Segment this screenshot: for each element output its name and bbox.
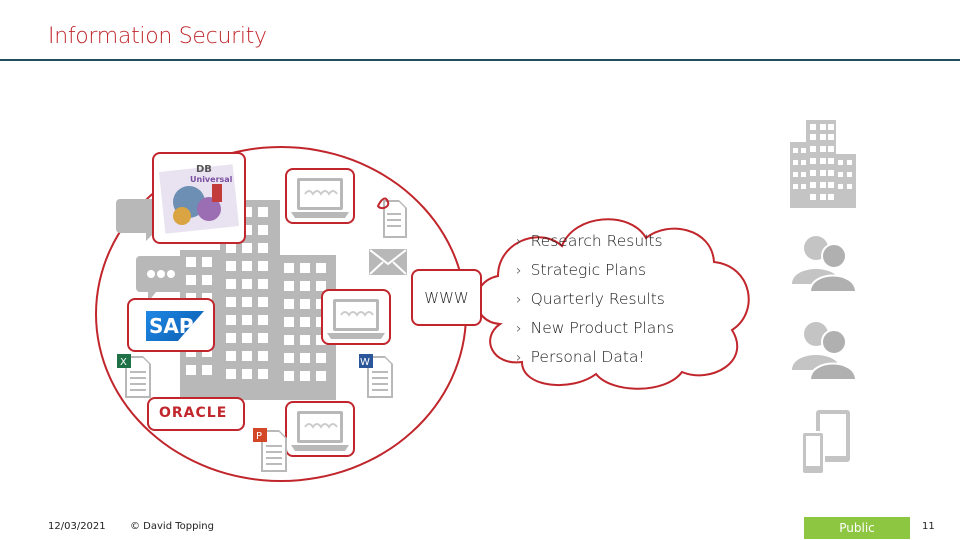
- classification-badge: Public: [804, 517, 910, 539]
- www-gateway-box[interactable]: WWW: [411, 269, 482, 326]
- chevron-right-icon: ›: [516, 321, 522, 337]
- svg-text:X: X: [120, 357, 127, 368]
- powerpoint-document-icon: P: [253, 428, 287, 472]
- list-item-label: Strategic Plans: [530, 261, 647, 279]
- oracle-app-box[interactable]: [147, 397, 245, 431]
- chevron-right-icon: ›: [516, 292, 522, 308]
- title-rule: [0, 59, 960, 61]
- laptop-icon: [291, 178, 349, 218]
- list-item: › Research Results: [516, 230, 674, 259]
- laptop-box[interactable]: [285, 168, 355, 224]
- laptop-icon: [291, 411, 349, 451]
- list-item: › Quarterly Results: [516, 288, 674, 317]
- list-item-label: New Product Plans: [530, 319, 675, 337]
- db-sublabel: Universal: [190, 175, 233, 184]
- database-app-box[interactable]: DB Universal: [152, 152, 246, 244]
- db-label: DB: [196, 164, 212, 175]
- laptop-icon: [327, 299, 385, 339]
- user-group-icon: [792, 322, 858, 380]
- internet-cloud: [475, 218, 750, 390]
- footer-copyright: © David Topping: [130, 521, 214, 532]
- cloud-data-list: › Research Results › Strategic Plans › Quar…: [516, 230, 674, 375]
- list-item: › Strategic Plans: [516, 259, 674, 288]
- chat-bubble-icon: [136, 256, 186, 302]
- page-number: 11: [922, 521, 935, 532]
- list-item-label: Quarterly Results: [530, 290, 665, 308]
- chevron-right-icon: ›: [516, 234, 522, 250]
- laptop-box[interactable]: [285, 401, 355, 457]
- pdf-document-icon: [376, 197, 407, 238]
- user-group-icon: [792, 236, 858, 292]
- svg-text:P: P: [256, 431, 262, 442]
- list-item: › New Product Plans: [516, 317, 674, 346]
- word-document-icon: W: [359, 354, 393, 398]
- office-building-icon: [790, 120, 856, 208]
- sap-logo: SAP: [146, 311, 204, 341]
- footer-date: 12/03/2021: [48, 521, 106, 532]
- svg-text:W: W: [360, 357, 370, 368]
- excel-document-icon: X: [117, 354, 151, 398]
- email-icon: [369, 249, 407, 275]
- chevron-right-icon: ›: [516, 350, 522, 366]
- list-item-label: Personal Data!: [530, 348, 645, 366]
- oracle-logo: ORACLE: [159, 405, 228, 421]
- list-item: › Personal Data!: [516, 346, 674, 375]
- chevron-right-icon: ›: [516, 263, 522, 279]
- mobile-devices-icon: [801, 410, 850, 475]
- list-item-label: Research Results: [530, 232, 663, 250]
- slide-title: Information Security: [48, 24, 267, 49]
- laptop-box[interactable]: [321, 289, 391, 345]
- database-icon: DB Universal: [158, 164, 240, 234]
